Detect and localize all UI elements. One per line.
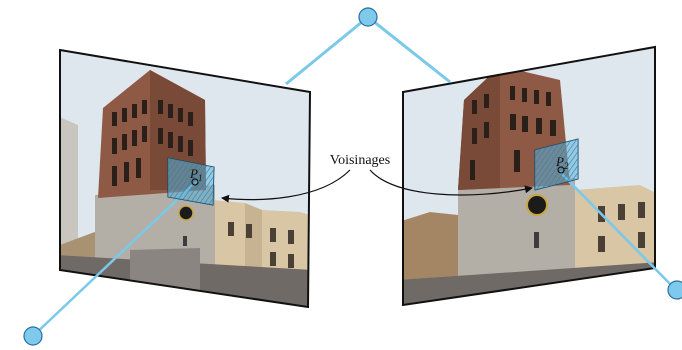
camera-center-top — [358, 7, 378, 27]
left-clock — [178, 205, 194, 221]
arrow-to-left-patch — [221, 169, 351, 203]
left-image-frame — [59, 48, 312, 309]
left-image — [60, 50, 310, 307]
left-point-label: P1 — [189, 166, 202, 183]
right-patch-fill — [535, 139, 578, 190]
neighborhoods-label: Voisinages — [330, 153, 390, 168]
ray-top-right — [367, 15, 451, 84]
arrow-to-right-patch — [369, 169, 533, 196]
right-point-marker — [557, 166, 565, 174]
ray-top-left — [285, 15, 369, 86]
camera-center-left — [23, 326, 43, 346]
right-point-label: P2 — [555, 154, 569, 171]
ray-left-camera — [32, 179, 199, 337]
ray-right-camera — [559, 171, 677, 291]
left-point-marker — [191, 178, 199, 186]
right-image — [403, 47, 655, 305]
right-clock — [526, 194, 548, 216]
left-patch-fill — [168, 158, 214, 205]
camera-center-right — [667, 280, 682, 300]
